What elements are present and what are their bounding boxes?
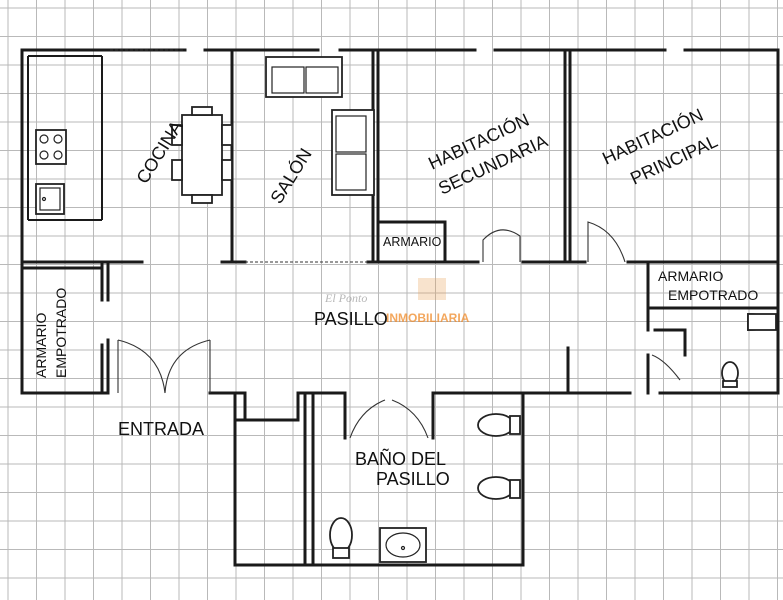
dining-table: [171, 106, 233, 204]
washbasin-hall-bath: [379, 527, 427, 563]
sofa-right: [331, 109, 375, 196]
room-label-bano-1: BAÑO DEL: [355, 448, 446, 469]
bidet-hall-bath: [477, 413, 521, 437]
doors: [110, 49, 681, 439]
room-label-armario: ARMARIO: [383, 235, 442, 249]
toilet-hall-bath: [477, 476, 521, 500]
room-label-armario-empotrado-right-1: ARMARIO: [658, 268, 723, 284]
stove: [35, 129, 67, 165]
sink-small-bath: [747, 313, 777, 331]
room-label-bano-2: PASILLO: [376, 469, 450, 489]
room-label-armario-empotrado-right-2: EMPOTRADO: [668, 287, 758, 303]
room-label-pasillo: PASILLO: [314, 309, 388, 329]
toilet-small-bath: [721, 361, 739, 388]
toilet-bottom-hall-bath: [329, 517, 353, 559]
watermark-script: El Ponto: [324, 291, 367, 305]
room-label-entrada: ENTRADA: [118, 419, 204, 439]
sofa-top: [265, 56, 343, 98]
room-label-armario-empotrado-left-1: ARMARIO: [33, 313, 49, 378]
room-label-armario-empotrado-left-2: EMPOTRADO: [53, 288, 69, 378]
watermark-text: INMOBILIARIA: [386, 311, 470, 325]
room-label-salon: SALÓN: [266, 144, 316, 207]
kitchen-sink: [35, 183, 65, 215]
watermark-logo: El Ponto INMOBILIARIA: [324, 278, 470, 325]
